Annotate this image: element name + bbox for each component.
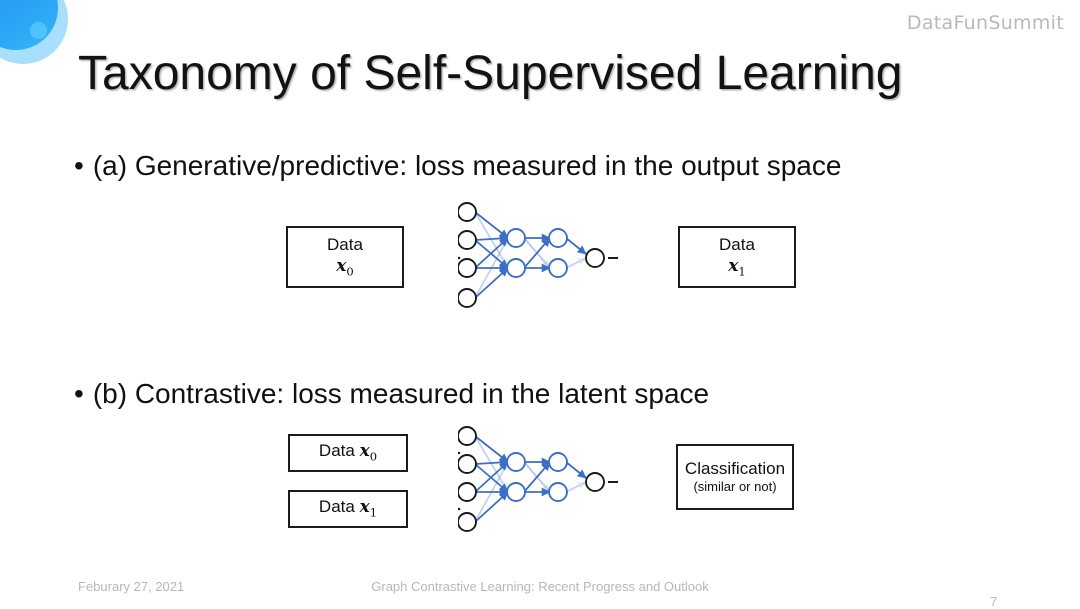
footer-subtitle: Graph Contrastive Learning: Recent Progr… bbox=[371, 579, 709, 594]
bullet-text: (b) Contrastive: loss measured in the la… bbox=[92, 378, 710, 409]
neural-network-diagram-b bbox=[458, 426, 618, 532]
network-output-node bbox=[585, 248, 605, 268]
classification-box: Classification (similar or not) bbox=[676, 444, 794, 510]
bullet-marker: • bbox=[74, 378, 84, 409]
data-box-label: Data x1 bbox=[318, 497, 378, 520]
network-edges-layer3 bbox=[565, 237, 587, 269]
network-hidden-nodes bbox=[506, 452, 568, 502]
footer-date: Feburary 27, 2021 bbox=[78, 579, 185, 594]
data-box-label: Data x0 bbox=[318, 441, 378, 464]
brand-name: DataFunSummit bbox=[906, 12, 1064, 34]
network-input-nodes bbox=[458, 202, 477, 308]
network-input-nodes bbox=[458, 426, 477, 532]
network-edges-layer2 bbox=[523, 457, 551, 497]
network-edges-layer3 bbox=[565, 461, 587, 493]
brand-logo bbox=[0, 0, 88, 74]
data-box-variable: x0 bbox=[359, 441, 378, 464]
network-edges-layer1 bbox=[474, 211, 509, 299]
bullet-item-b: • (b) Contrastive: loss measured in the l… bbox=[74, 378, 709, 410]
figure-contrastive: Data x0 Data x1 Classification (similar … bbox=[280, 420, 820, 544]
bullet-item-a: • (a) Generative/predictive: loss measure… bbox=[74, 150, 841, 182]
data-box-variable: x1 bbox=[728, 255, 746, 278]
data-box-variable: x1 bbox=[359, 497, 378, 520]
data-box-label: Data bbox=[719, 235, 755, 255]
figure-generative-predictive: Data x0 Data x1 bbox=[280, 192, 820, 324]
data-box-x0: Data x0 bbox=[288, 434, 408, 472]
classification-label: Classification bbox=[684, 459, 786, 479]
data-box-variable: x0 bbox=[336, 255, 354, 278]
network-edges-layer1 bbox=[474, 435, 509, 523]
neural-network-diagram-a bbox=[458, 202, 618, 308]
network-output-node bbox=[585, 472, 605, 492]
bullet-marker: • bbox=[74, 150, 84, 181]
data-box-x1: Data x1 bbox=[678, 226, 796, 288]
data-box-label: Data bbox=[327, 235, 363, 255]
logo-small-dot bbox=[30, 22, 47, 39]
data-box-x1: Data x1 bbox=[288, 490, 408, 528]
page-title: Taxonomy of Self-Supervised Learning bbox=[78, 47, 903, 100]
data-box-x0: Data x0 bbox=[286, 226, 404, 288]
bullet-text: (a) Generative/predictive: loss measured… bbox=[92, 150, 842, 181]
network-edges-layer2 bbox=[523, 233, 551, 273]
classification-sublabel: (similar or not) bbox=[693, 479, 777, 495]
network-hidden-nodes bbox=[506, 228, 568, 278]
